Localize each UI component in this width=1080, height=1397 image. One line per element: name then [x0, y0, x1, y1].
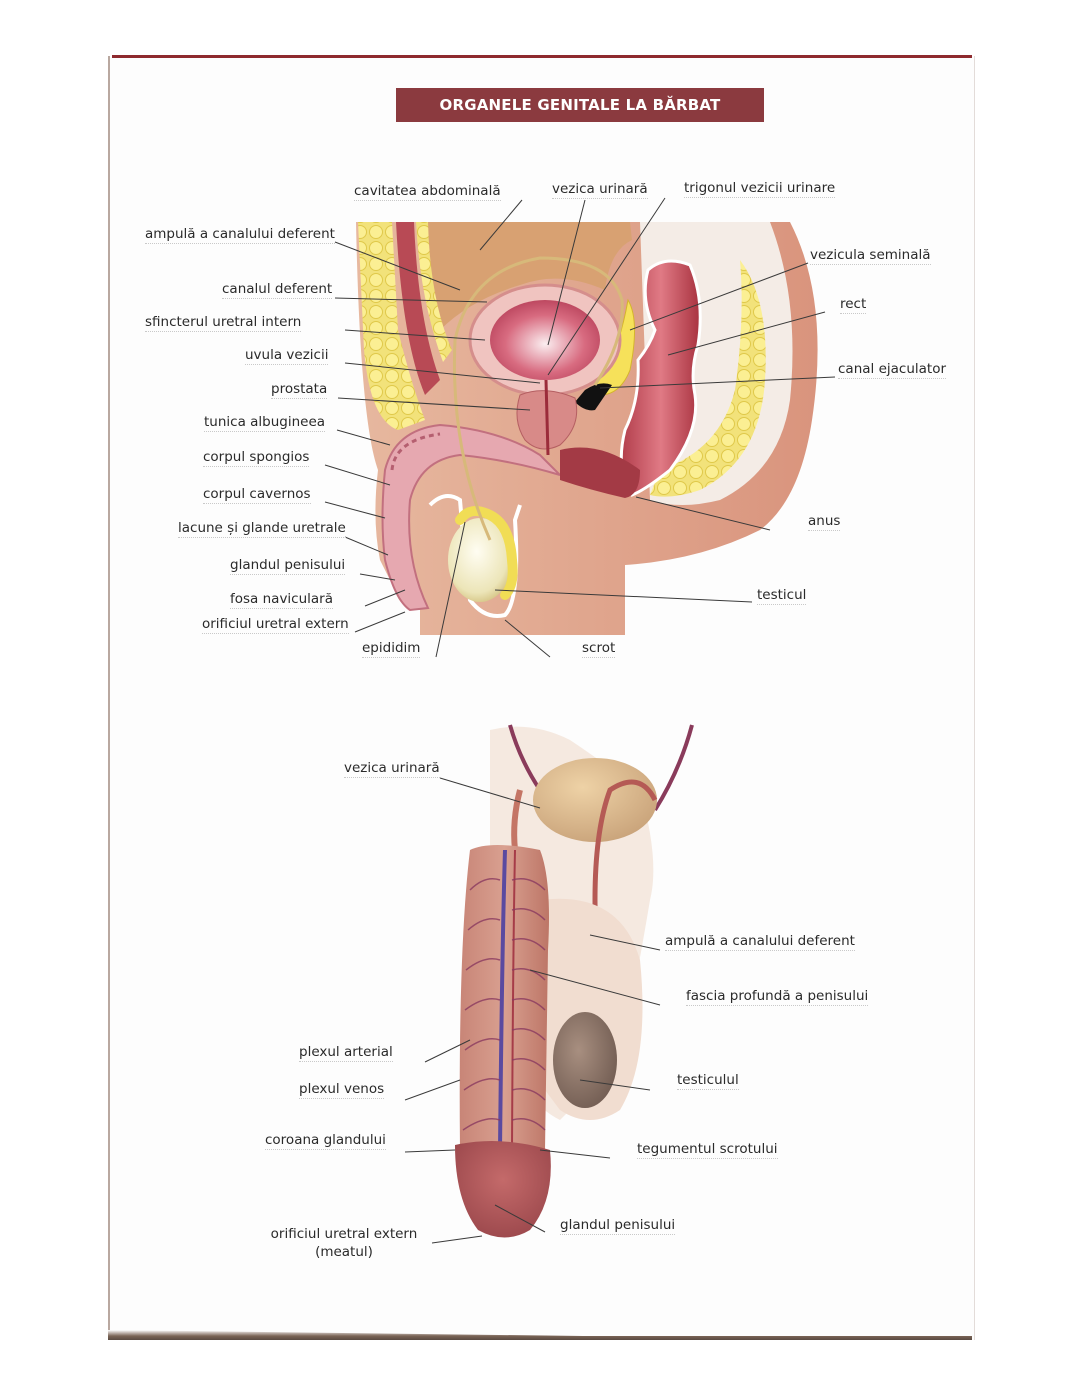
label-glandul-penisului: glandul penisului	[230, 557, 346, 575]
perineal-muscle	[560, 447, 640, 498]
posterior-fat	[650, 260, 766, 497]
glans	[455, 1141, 551, 1238]
label-fosa-naviculara: fosa naviculară	[230, 591, 334, 609]
bladder-external	[533, 758, 657, 842]
label-plexul-arterial: plexul arterial	[299, 1044, 393, 1062]
label-trigonul-vezicii: trigonul vezicii urinare	[684, 180, 836, 198]
label-anus: anus	[808, 513, 841, 531]
label-vezicula-seminala: vezicula seminală	[810, 247, 931, 265]
label-ampula-ext: ampulă a canalului deferent	[665, 933, 855, 951]
label-coroana-glandului: coroana glandului	[265, 1132, 386, 1150]
label-uvula-vezicii: uvula vezicii	[245, 347, 329, 365]
label-orificiul-uretral: orificiul uretral extern	[202, 616, 349, 634]
epididymis	[455, 506, 518, 600]
label-corpul-spongios: corpul spongios	[203, 449, 310, 467]
label-prostata: prostata	[271, 381, 328, 399]
label-tunica-albugineea: tunica albugineea	[204, 414, 326, 432]
label-fascia-profunda: fascia profundă a penisului	[686, 988, 869, 1006]
label-epididim: epididim	[362, 640, 421, 658]
page-top-edge	[112, 55, 972, 58]
label-ampula-canal-deferent: ampulă a canalului deferent	[145, 226, 335, 244]
label-rect: rect	[840, 296, 867, 314]
label-vezica-urinara: vezica urinară	[552, 181, 648, 199]
label-orificiul-uretral-ext: orificiul uretral extern	[270, 1226, 418, 1242]
label-orificiul-meatul: (meatul)	[315, 1244, 373, 1260]
label-tegumentul-scrotului: tegumentul scrotului	[637, 1141, 778, 1159]
external-view-illustration	[455, 724, 694, 1238]
label-canalul-deferent: canalul deferent	[222, 281, 333, 299]
label-vezica-urinara-ext: vezica urinară	[344, 760, 440, 778]
dorsal-vein	[498, 849, 507, 1151]
label-plexul-venos: plexul venos	[299, 1081, 385, 1099]
label-testiculul: testiculul	[677, 1072, 739, 1090]
label-cavitatea-abdominala: cavitatea abdominală	[354, 183, 501, 201]
label-corpul-cavernos: corpul cavernos	[203, 486, 311, 504]
label-lacune-glande: lacune și glande uretrale	[178, 520, 346, 538]
label-sfincterul-uretral: sfincterul uretral intern	[145, 314, 302, 332]
sagittal-section-illustration	[356, 222, 818, 635]
label-scrot: scrot	[582, 640, 616, 658]
testis-external	[553, 1012, 617, 1108]
label-testicul: testicul	[757, 587, 807, 605]
dorsal-artery	[511, 849, 516, 1151]
label-glandul-penisului-ext: glandul penisului	[560, 1217, 676, 1235]
ureter-right	[653, 724, 694, 812]
page-title: ORGANELE GENITALE LA BĂRBAT	[396, 88, 764, 122]
bladder	[490, 300, 600, 380]
label-canal-ejaculator: canal ejaculator	[838, 361, 946, 379]
